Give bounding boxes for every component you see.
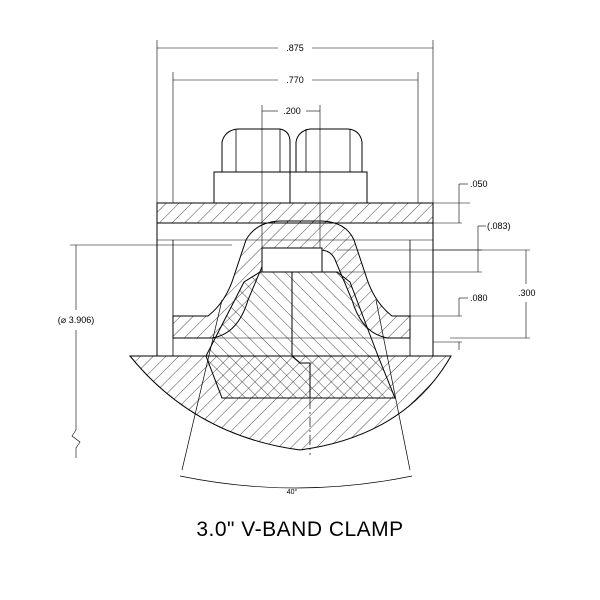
outer-band xyxy=(156,202,434,224)
dim-770-label: .770 xyxy=(286,75,304,85)
dim-diameter-label: (⌀ 3.906) xyxy=(58,315,94,325)
dim-300-label: .300 xyxy=(518,288,536,298)
dim-total-height: .300 xyxy=(433,249,536,339)
dim-200-label: .200 xyxy=(283,106,301,116)
dim-bolt-gap: .200 xyxy=(261,105,321,248)
drawing-title: 3.0" V-BAND CLAMP xyxy=(196,518,404,541)
dim-overall-width: .875 xyxy=(156,40,434,203)
side-frame-lines xyxy=(156,223,434,356)
angle-lines xyxy=(179,299,413,489)
flange-wedge xyxy=(205,271,396,399)
dim-inner-width: .770 xyxy=(172,72,419,203)
dim-875-label: .875 xyxy=(286,43,304,53)
dim-080-label: .080 xyxy=(470,293,488,303)
dim-band-thickness: .050 xyxy=(433,179,488,224)
dim-flange-thickness: .080 xyxy=(410,293,488,350)
dim-083-label: (.083) xyxy=(487,221,511,231)
dim-diameter: (⌀ 3.906) xyxy=(58,244,232,458)
dim-050-label: .050 xyxy=(470,179,488,189)
dim-angle-label: 40° xyxy=(287,488,298,496)
bolt-nut xyxy=(213,128,368,204)
